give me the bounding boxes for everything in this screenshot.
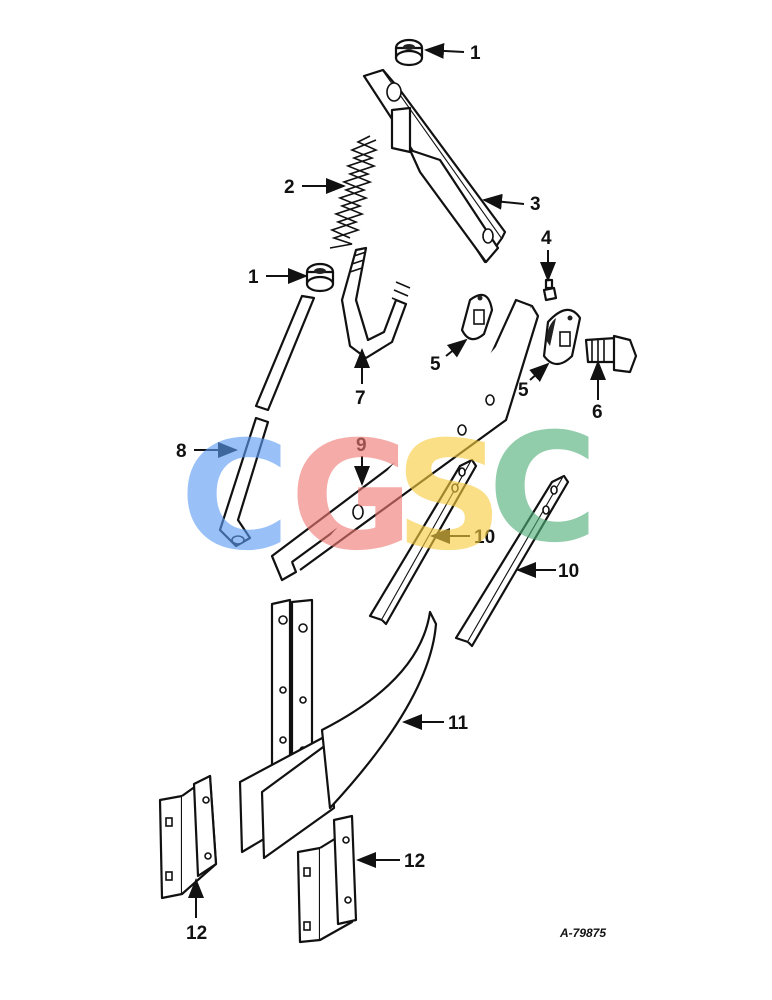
part-clamp-right [296,814,358,944]
watermark-letter-3: S [395,410,503,584]
callout-12-right: 12 [404,851,425,872]
callout-12-left: 12 [186,923,207,944]
watermark: C G S C [180,402,598,584]
part-washer-plate-right [542,308,582,366]
watermark-letter-1: C [180,410,290,584]
drawing-number: A-79875 [559,926,606,940]
callout-9: 9 [356,435,367,456]
part-pin [218,294,316,548]
leaders [188,42,606,918]
callout-6: 6 [592,402,603,423]
part-clamp-left [158,774,218,900]
callout-1-lower: 1 [248,267,259,288]
callout-1-top: 1 [470,43,481,64]
part-grease-fitting [542,278,558,302]
part-spacer-top [394,38,424,67]
callout-5-right: 5 [518,380,529,401]
callout-8: 8 [176,441,187,462]
watermark-letter-2: G [290,410,413,584]
callout-4: 4 [541,228,552,249]
callout-3: 3 [530,194,541,215]
part-bracket [362,68,507,264]
callout-10-right: 10 [558,561,579,582]
part-spring [329,135,379,249]
callout-10-left: 10 [474,527,495,548]
part-bolt [584,334,638,374]
part-strap-left [368,458,478,626]
watermark-letter-4: C [488,402,598,576]
part-arm [270,298,540,582]
callout-7: 7 [355,388,366,409]
part-u-bolt [340,246,411,360]
callout-5-left: 5 [430,354,441,375]
part-spacer-lower [305,262,335,293]
callout-11: 11 [448,713,469,734]
part-shank [238,598,438,860]
callout-2: 2 [284,177,295,198]
part-washer-plate-left [460,293,494,341]
